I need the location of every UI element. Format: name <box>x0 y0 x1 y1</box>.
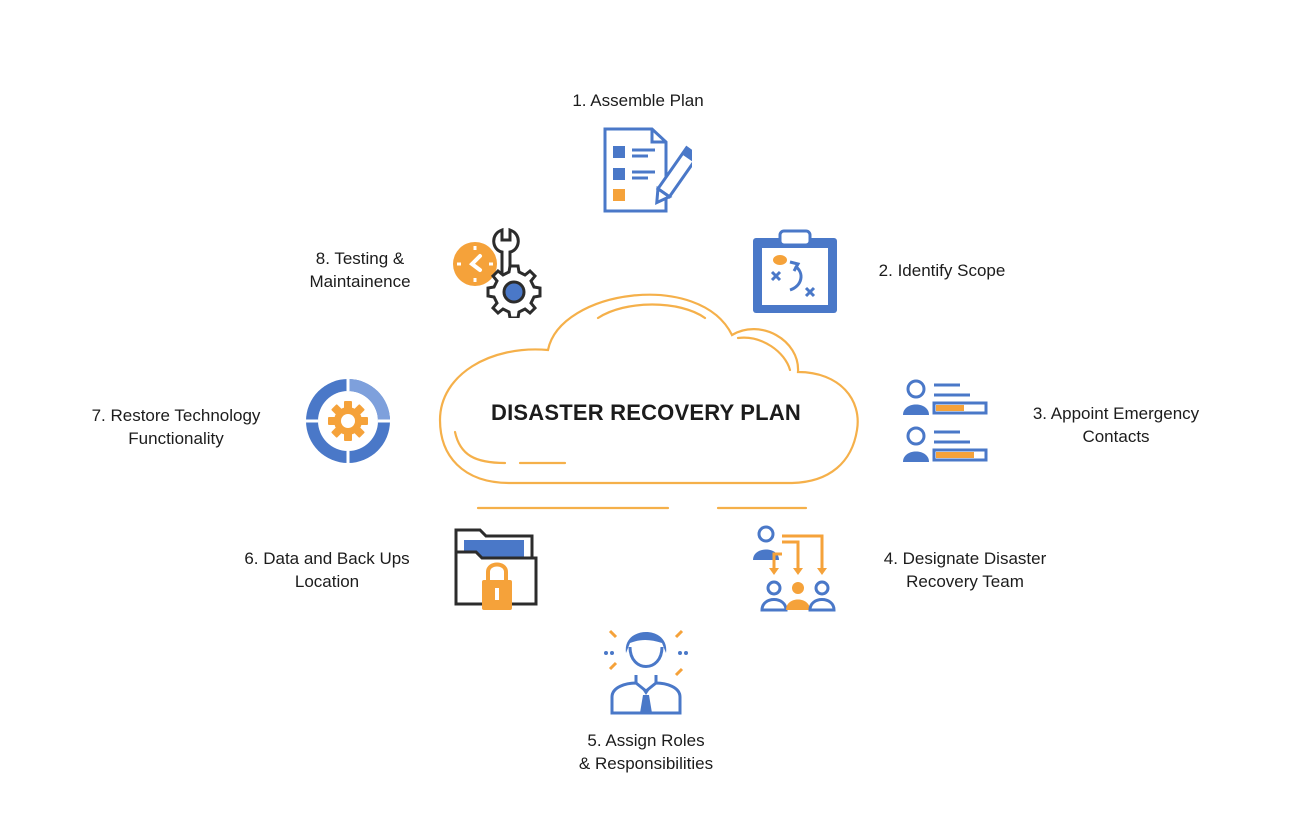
step-2-label: 2. Identify Scope <box>878 261 1006 280</box>
contact-list-icon <box>903 379 988 462</box>
step-4-label: 4. Designate Disaster Recovery Team <box>883 549 1047 591</box>
gear-cycle-icon <box>306 379 390 463</box>
step-5-label: 5. Assign Roles & Responsibilities <box>578 731 714 773</box>
center-title: DISASTER RECOVERY PLAN <box>490 400 801 425</box>
wrench-gear-clock-icon <box>453 227 542 318</box>
step-8-label: 8. Testing & Maintainence <box>309 249 411 291</box>
checklist-pencil-icon <box>603 127 692 213</box>
step-3-label: 3. Appoint Emergency Contacts <box>1032 404 1200 446</box>
person-tie-icon <box>604 629 688 715</box>
step-7-label: 7. Restore Technology Functionality <box>91 406 261 448</box>
locked-folder-icon <box>454 528 538 610</box>
step-1-label: 1. Assemble Plan <box>572 91 704 110</box>
team-delegation-icon <box>753 525 836 612</box>
step-6-label: 6. Data and Back Ups Location <box>244 549 410 591</box>
clipboard-strategy-icon <box>753 229 837 313</box>
